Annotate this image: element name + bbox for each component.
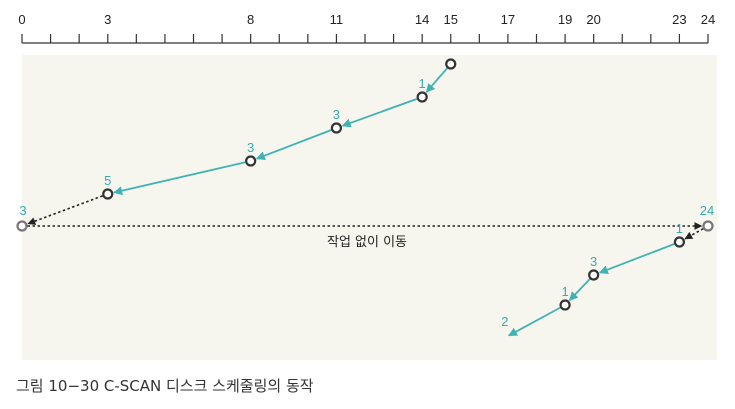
- tick-label: 11: [330, 12, 344, 27]
- tick-label: 14: [415, 12, 429, 27]
- tick-label: 24: [701, 12, 715, 27]
- head-movements: [27, 67, 704, 337]
- dotted-move-arrow: [27, 195, 103, 225]
- seek-arrow: [598, 243, 675, 274]
- tick-label: 23: [672, 12, 686, 27]
- tick-label: 0: [18, 12, 25, 27]
- seek-arrow: [508, 306, 561, 337]
- tick-label: 3: [104, 12, 111, 27]
- endpoint-marker: [702, 220, 714, 232]
- endpoint-marker: [16, 220, 28, 232]
- request-marker: [673, 236, 686, 248]
- tick-label: 15: [444, 12, 458, 27]
- count-label: 1: [419, 76, 426, 91]
- count-labels: 1 3 3 5 3 24 1 3 1 2: [19, 76, 714, 329]
- diagram-background: [22, 55, 717, 360]
- seek-arrow: [341, 98, 418, 128]
- request-marker: [102, 188, 114, 200]
- track-axis: 0 3 8 11 14 15 17 19 20 23 24: [18, 12, 715, 44]
- move-without-work-label: 작업 없이 이동: [327, 235, 407, 250]
- request-markers: [16, 58, 714, 311]
- request-marker: [588, 269, 600, 281]
- request-marker: [416, 91, 428, 103]
- count-label: 3: [19, 203, 26, 218]
- count-label: 1: [561, 284, 568, 299]
- count-label: 5: [104, 173, 111, 188]
- count-label: 3: [247, 140, 254, 155]
- seek-arrow: [568, 278, 591, 301]
- dotted-move-arrow: [684, 227, 704, 240]
- seek-arrow: [425, 67, 448, 93]
- tick-label: 19: [558, 12, 572, 27]
- count-label: 3: [333, 107, 340, 122]
- request-marker: [330, 122, 343, 134]
- figure-caption: 그림 10−30 C-SCAN 디스크 스케줄링의 동작: [16, 377, 314, 395]
- request-marker: [559, 299, 571, 311]
- request-marker: [245, 155, 257, 167]
- count-label: 24: [700, 203, 714, 218]
- c-scan-diagram: 0 3 8 11 14 15 17 19 20 23 24 1 3 3 5 3 24 1 3 1 2 작업 없이 이동: [16, 12, 717, 360]
- request-marker: [445, 58, 457, 70]
- tick-label: 20: [586, 12, 600, 27]
- seek-arrow: [255, 129, 332, 160]
- count-label: 2: [501, 314, 508, 329]
- count-label: 1: [676, 221, 683, 236]
- tick-label: 8: [247, 12, 254, 27]
- count-label: 3: [590, 254, 597, 269]
- tick-label: 17: [501, 12, 515, 27]
- seek-arrow: [113, 161, 246, 196]
